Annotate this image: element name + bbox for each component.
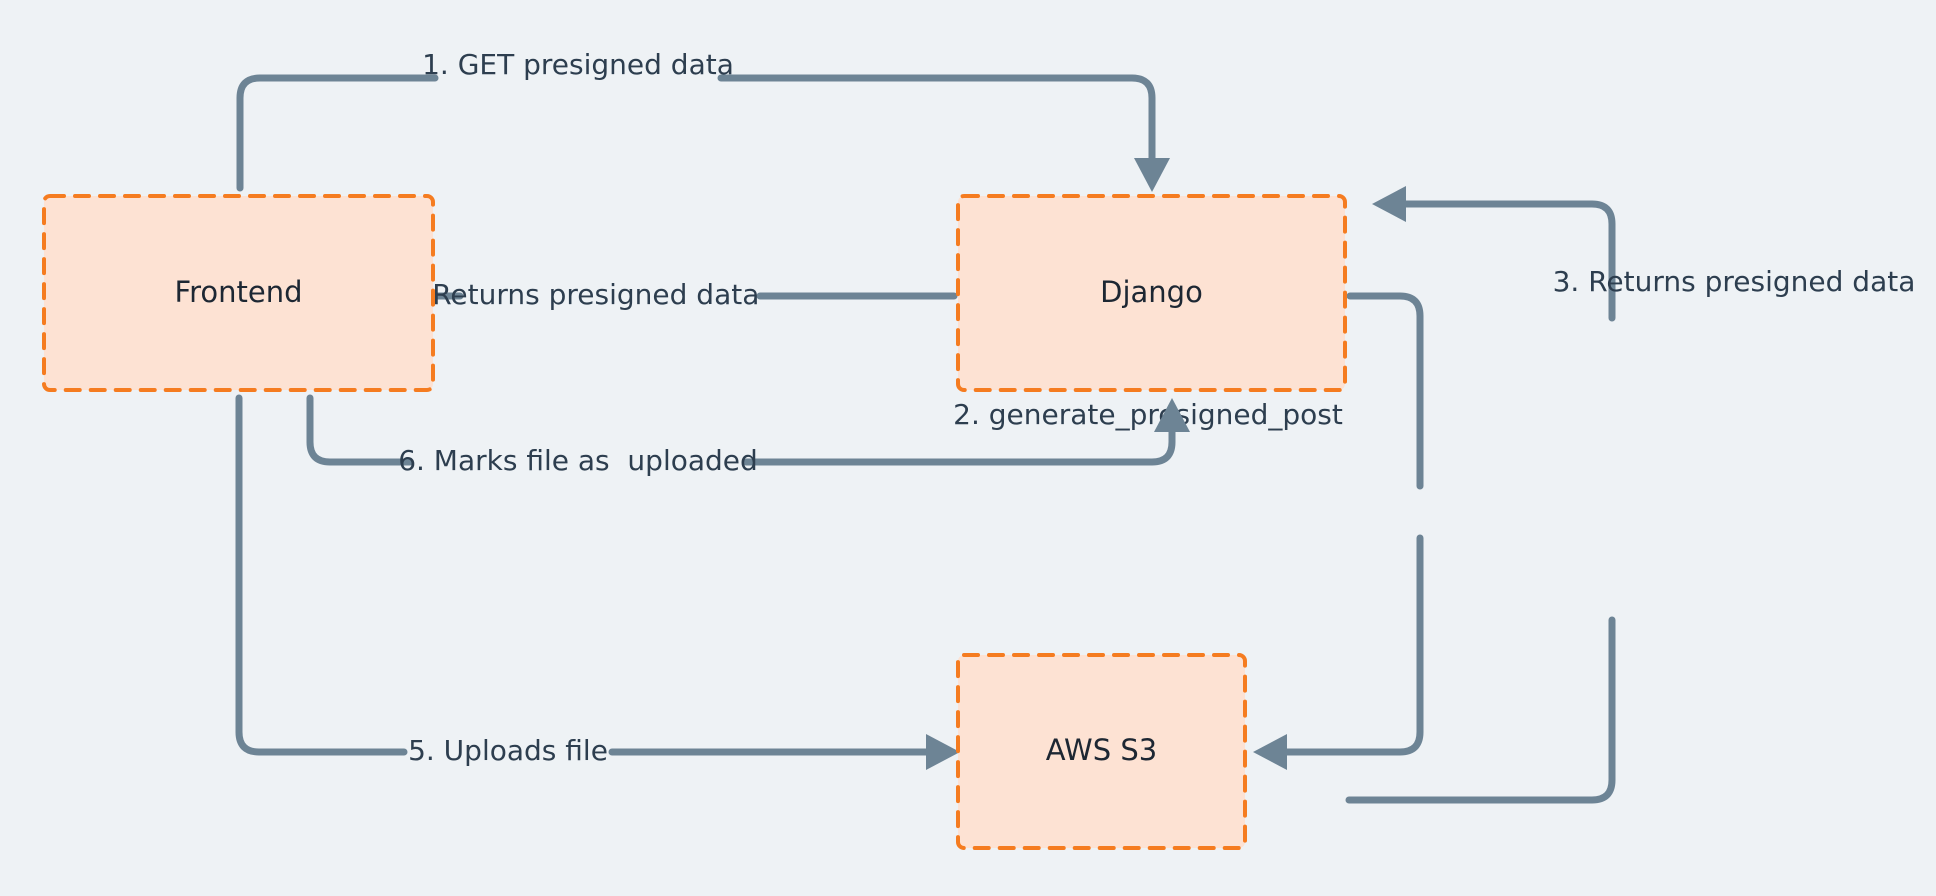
edge-returns-presigned-data-django: 4. Returns presigned data <box>364 278 958 314</box>
edge-3-segment-bottom <box>1345 616 1616 804</box>
edge-6-segment-left <box>306 394 414 466</box>
node-frontend-label: Frontend <box>175 275 303 309</box>
edge-uploads-file: 5. Uploads file <box>235 394 960 770</box>
edge-get-presigned-data: 1. GET presigned data <box>236 48 1170 192</box>
edge-generate-presigned-post: 2. generate_presigned_post <box>953 292 1424 770</box>
node-aws-s3-label: AWS S3 <box>1046 733 1157 767</box>
edge-1-segment-right <box>717 74 1156 166</box>
edge-1-arrowhead <box>1134 158 1170 192</box>
edge-5-segment-left <box>235 394 408 756</box>
node-django-shape[interactable] <box>956 194 1347 392</box>
node-frontend[interactable]: Frontend <box>42 194 435 392</box>
edge-returns-presigned-data-s3: 3. Returns presigned data <box>1345 186 1916 804</box>
edge-6-arrowhead <box>1154 398 1190 432</box>
edge-3-arrowhead <box>1372 186 1406 222</box>
edge-1-label: 1. GET presigned data <box>422 48 734 81</box>
edge-2-arrowhead <box>1253 734 1287 770</box>
node-django[interactable]: Django <box>956 194 1347 392</box>
edge-6-segment-right <box>742 424 1176 466</box>
edge-4-label: 4. Returns presigned data <box>397 278 760 311</box>
node-frontend-shape[interactable] <box>42 194 435 392</box>
node-aws-s3[interactable]: AWS S3 <box>956 653 1247 850</box>
edge-3-label: 3. Returns presigned data <box>1553 265 1916 298</box>
edge-marks-file-uploaded: 6. Marks file as uploaded <box>306 394 1190 477</box>
edge-2-label: 2. generate_presigned_post <box>953 398 1343 431</box>
node-aws-s3-shape[interactable] <box>956 653 1247 850</box>
node-django-label: Django <box>1100 275 1203 309</box>
edge-1-segment-left <box>236 74 439 192</box>
edge-3-segment-top <box>1398 200 1616 322</box>
edge-5-label: 5. Uploads file <box>408 734 608 767</box>
edge-5-arrowhead <box>926 734 960 770</box>
edge-2-segment-top <box>1346 292 1424 490</box>
edge-6-label: 6. Marks file as uploaded <box>398 444 758 477</box>
edge-2-segment-bottom <box>1279 534 1424 756</box>
